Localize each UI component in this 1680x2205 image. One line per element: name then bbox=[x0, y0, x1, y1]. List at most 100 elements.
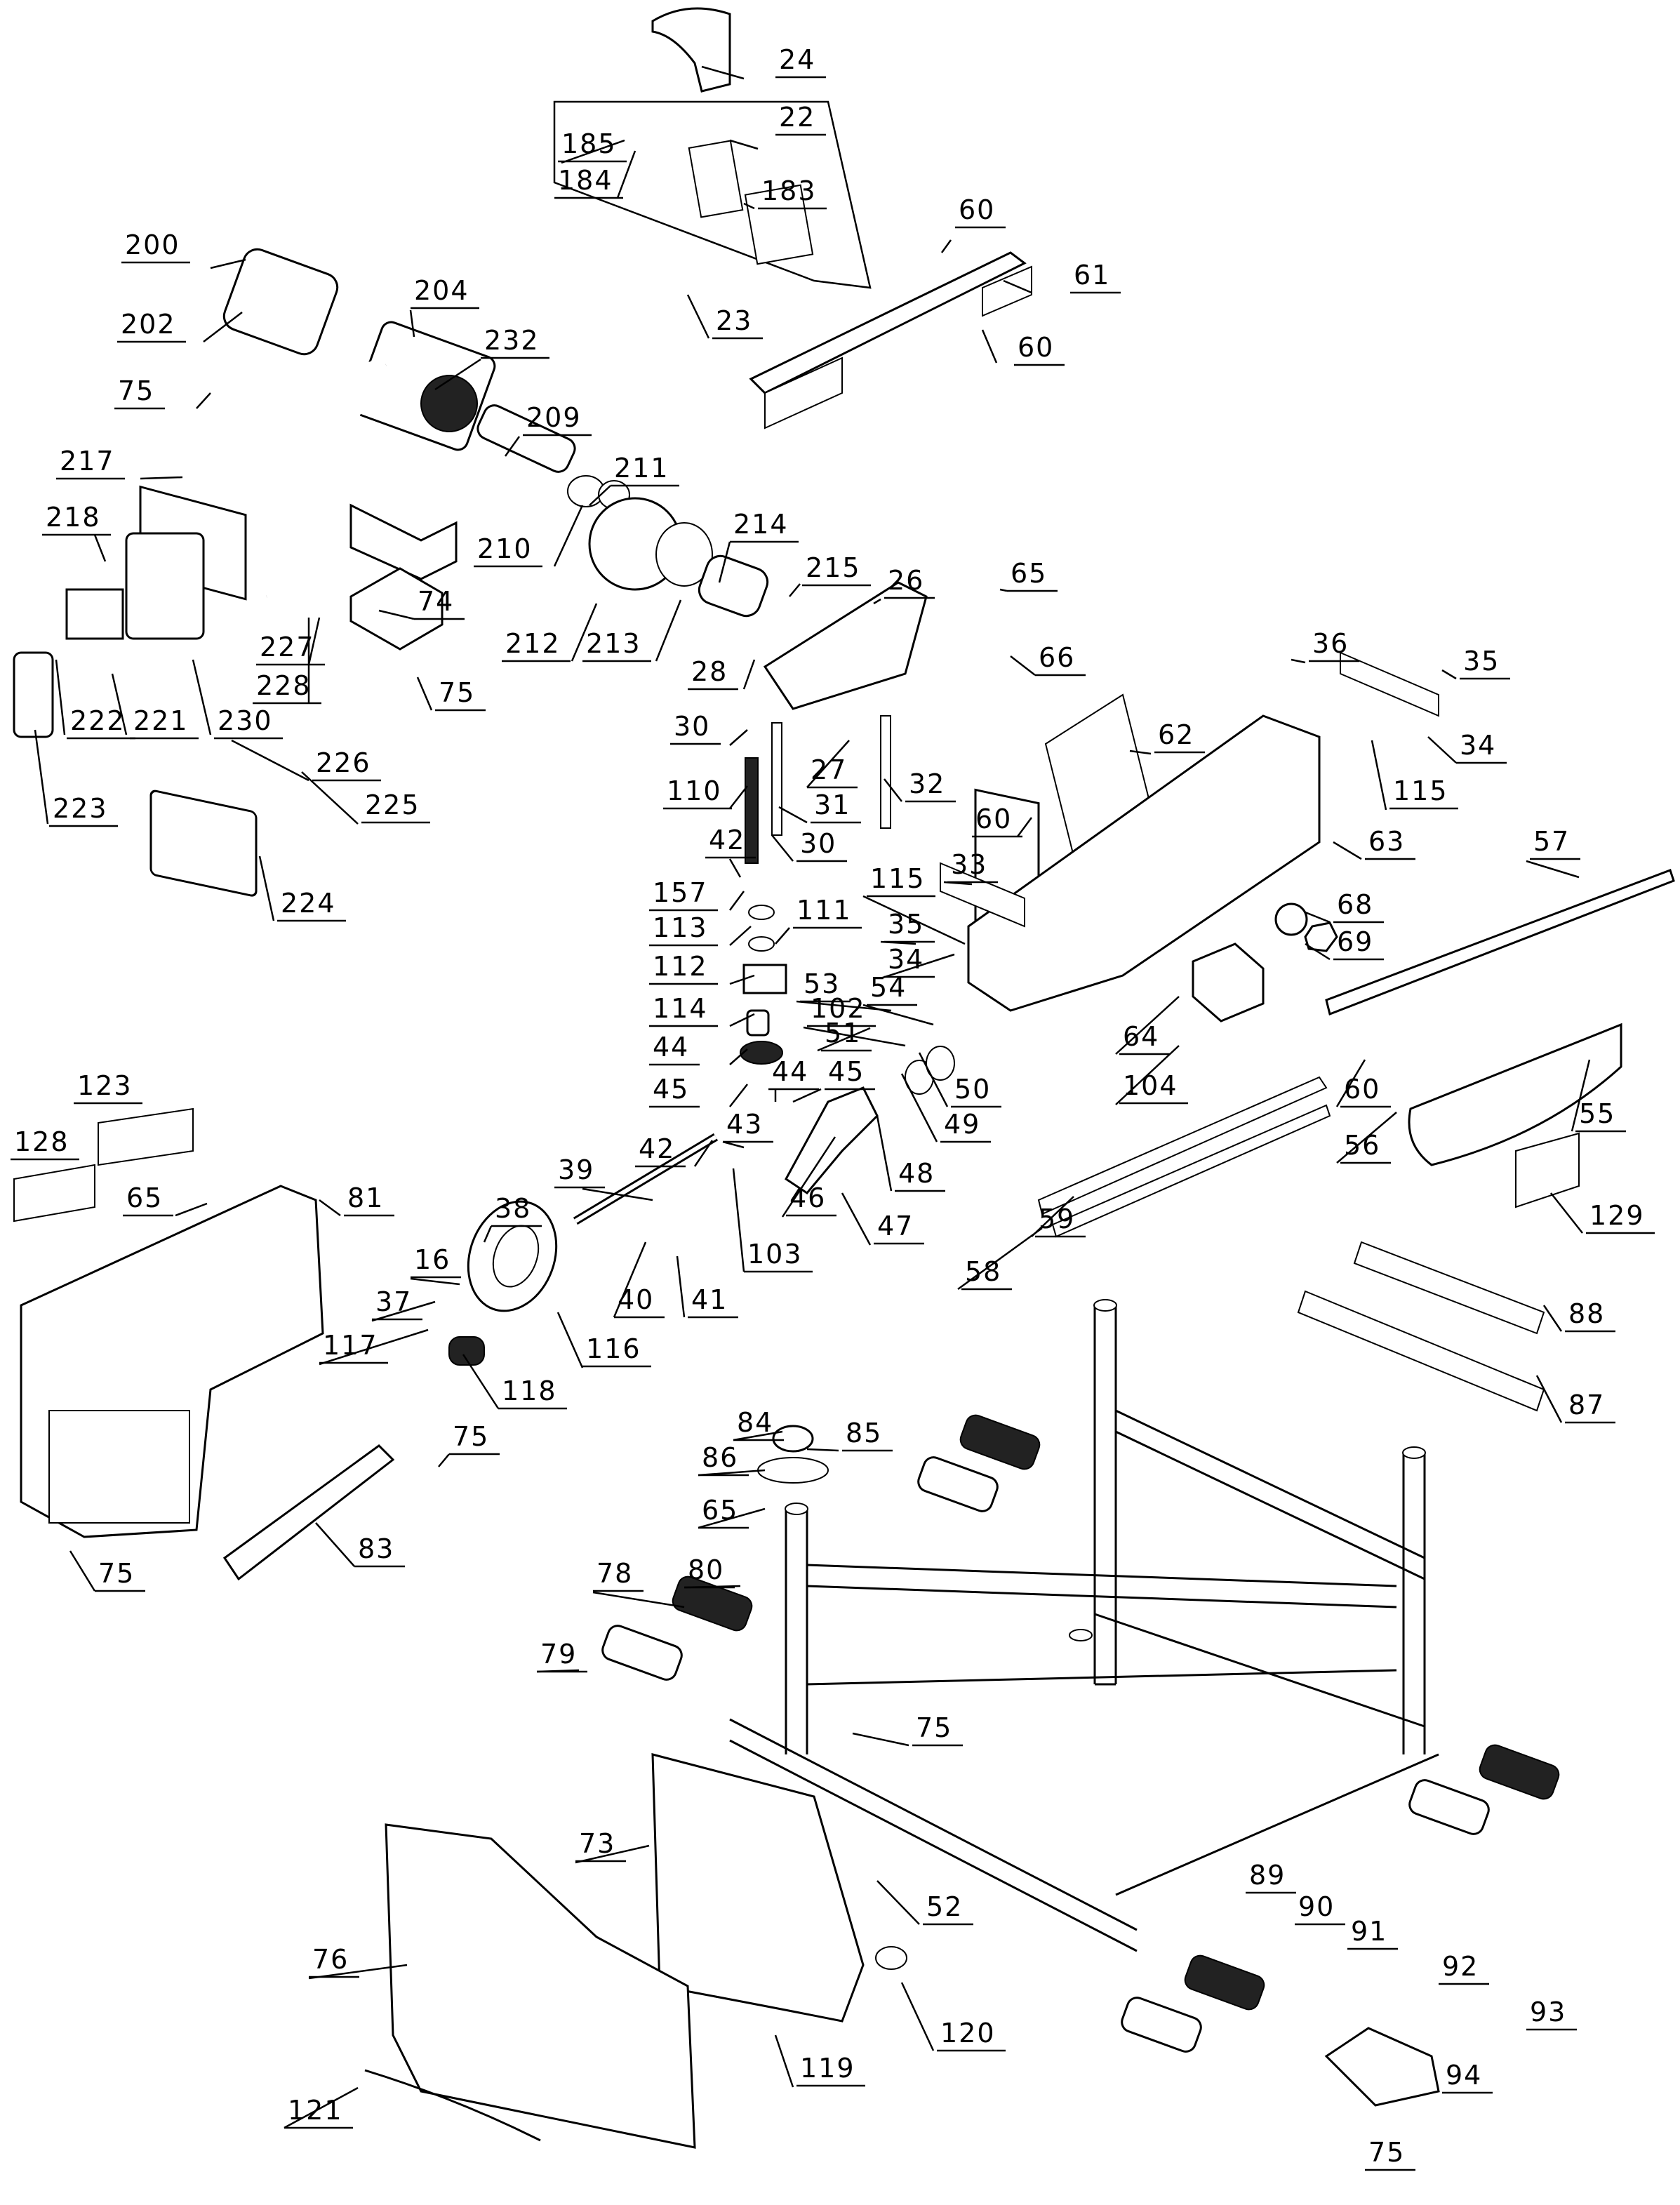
callout-leader-line bbox=[410, 1277, 460, 1286]
callout-86: 86 bbox=[698, 1442, 766, 1477]
callout-number: 78 bbox=[596, 1558, 633, 1589]
callout-94: 94 bbox=[1442, 2060, 1493, 2094]
callout-leader-line bbox=[792, 1088, 822, 1103]
callout-number: 227 bbox=[260, 632, 315, 662]
callout-number: 42 bbox=[709, 825, 745, 855]
callout-leader-line bbox=[416, 677, 433, 711]
callout-83: 83 bbox=[315, 1522, 405, 1568]
callout-number: 30 bbox=[674, 711, 710, 742]
callout-184: 184 bbox=[554, 150, 636, 199]
callout-number: 204 bbox=[414, 275, 469, 306]
callout-leader-line bbox=[789, 583, 801, 597]
callout-leader-line bbox=[729, 1084, 748, 1107]
callout-leader-line bbox=[729, 785, 748, 809]
callout-number: 89 bbox=[1249, 1860, 1286, 1891]
callout-leader-line bbox=[841, 1192, 872, 1246]
callout-200: 200 bbox=[121, 229, 246, 269]
callout-114: 114 bbox=[649, 993, 755, 1027]
part-57-rail bbox=[1325, 869, 1675, 1016]
callout-number: 202 bbox=[121, 309, 176, 340]
part-120-disc bbox=[875, 1946, 907, 1970]
callout-39: 39 bbox=[554, 1154, 653, 1201]
callout-number: 112 bbox=[653, 951, 708, 982]
part-129-label bbox=[1515, 1132, 1580, 1208]
callout-59: 59 bbox=[1031, 1196, 1086, 1238]
callout-leader-line bbox=[774, 2034, 794, 2088]
callout-leader-line bbox=[693, 1140, 714, 1167]
callout-34: 34 bbox=[880, 944, 955, 980]
callout-number: 51 bbox=[825, 1018, 861, 1048]
callout-number: 79 bbox=[540, 1639, 577, 1670]
callout-number: 60 bbox=[1344, 1074, 1380, 1105]
callout-226: 226 bbox=[231, 739, 381, 782]
callout-54: 54 bbox=[862, 972, 934, 1026]
callout-number: 32 bbox=[909, 768, 945, 799]
callout-leader-line bbox=[698, 1469, 766, 1477]
callout-number: 75 bbox=[439, 677, 475, 708]
callout-227: 227 bbox=[256, 617, 325, 666]
callout-leader-line bbox=[732, 1168, 745, 1272]
callout-61: 61 bbox=[1003, 260, 1121, 294]
callout-65: 65 bbox=[999, 558, 1058, 592]
part-56-belt-guard bbox=[1408, 1022, 1622, 1166]
callout-leader-line bbox=[806, 740, 850, 788]
part-114-bushing bbox=[746, 1009, 770, 1037]
callout-65: 65 bbox=[698, 1495, 766, 1529]
part-209-armature bbox=[476, 404, 576, 473]
part-87-wrench-2 bbox=[1353, 1241, 1545, 1335]
callout-51: 51 bbox=[817, 1018, 872, 1052]
callout-number: 62 bbox=[1158, 719, 1194, 750]
callout-leader-line bbox=[93, 534, 107, 562]
callout-number: 34 bbox=[1460, 730, 1496, 761]
callout-number: 22 bbox=[779, 102, 815, 133]
callout-46: 46 bbox=[781, 1136, 836, 1218]
callout-32: 32 bbox=[884, 768, 956, 803]
callout-45: 45 bbox=[792, 1056, 875, 1103]
callout-35: 35 bbox=[880, 909, 935, 945]
callout-number: 26 bbox=[888, 565, 924, 596]
part-94-clamp bbox=[1324, 2027, 1440, 2107]
callout-leader-line bbox=[729, 729, 748, 746]
callout-number: 209 bbox=[526, 402, 582, 433]
callout-number: 75 bbox=[1368, 2137, 1405, 2168]
callout-55: 55 bbox=[1571, 1059, 1626, 1133]
callout-leader-line bbox=[1333, 841, 1362, 860]
callout-number: 48 bbox=[898, 1158, 935, 1189]
part-74-bracket-lower bbox=[349, 567, 444, 651]
callout-number: 230 bbox=[218, 705, 273, 736]
callout-45: 45 bbox=[649, 1074, 748, 1108]
callout-leader-line bbox=[561, 139, 625, 164]
callout-number: 16 bbox=[414, 1244, 451, 1275]
callout-48: 48 bbox=[876, 1115, 945, 1192]
callout-128: 128 bbox=[11, 1126, 79, 1161]
callout-number: 44 bbox=[772, 1056, 808, 1087]
callout-leader-line bbox=[698, 1507, 766, 1529]
callout-110: 110 bbox=[663, 775, 748, 810]
callout-75: 75 bbox=[69, 1550, 145, 1592]
callout-224: 224 bbox=[258, 855, 346, 922]
callout-58: 58 bbox=[957, 1227, 1043, 1291]
callout-number: 223 bbox=[53, 793, 108, 824]
callout-leader-line bbox=[957, 1227, 1043, 1291]
part-foot-right-b bbox=[1408, 1779, 1490, 1835]
callout-number: 210 bbox=[477, 533, 533, 564]
callout-number: 115 bbox=[870, 863, 926, 894]
callout-89: 89 bbox=[1246, 1860, 1296, 1894]
callout-leader-line bbox=[900, 1073, 938, 1143]
callout-209: 209 bbox=[504, 402, 592, 457]
part-232-motor-face bbox=[420, 375, 478, 432]
callout-number: 52 bbox=[926, 1891, 963, 1922]
callout-36: 36 bbox=[1291, 628, 1359, 664]
callout-211: 211 bbox=[589, 453, 679, 506]
callout-88: 88 bbox=[1542, 1298, 1615, 1333]
callout-leader-line bbox=[175, 1202, 208, 1217]
callout-leader-line bbox=[319, 1199, 341, 1217]
callout-leader-line bbox=[743, 202, 755, 210]
part-118-knob bbox=[448, 1336, 485, 1366]
part-61-end bbox=[982, 265, 1032, 317]
part-foot-bottom-b bbox=[1121, 1997, 1202, 2053]
callout-60: 60 bbox=[1335, 1059, 1391, 1108]
callout-85: 85 bbox=[806, 1418, 893, 1452]
callout-16: 16 bbox=[410, 1244, 461, 1286]
callout-leader-line bbox=[575, 1844, 650, 1864]
